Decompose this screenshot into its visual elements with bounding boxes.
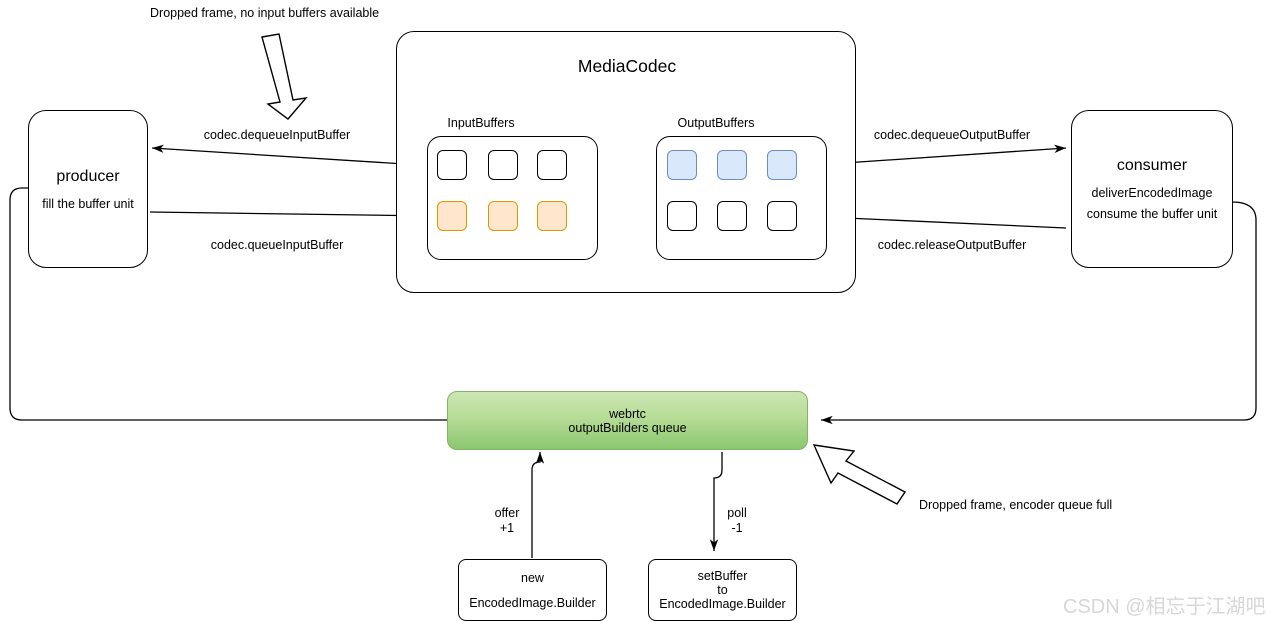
producer-subtitle: fill the buffer unit [42,196,134,211]
input-buffer-cell[interactable] [437,150,467,180]
output-buffer-cell-filled[interactable] [717,150,747,180]
edge-label-dequeue-output: codec.dequeueOutputBuffer [873,128,1031,142]
output-buffer-cell-filled[interactable] [767,150,797,180]
output-buffer-cell[interactable] [767,201,797,231]
dropped-frame-arrow-top [261,33,308,120]
output-buffer-cell[interactable] [667,201,697,231]
new-builder-line-1: new [521,570,544,585]
edge-label-poll-delta: -1 [731,521,743,535]
consumer-title: consumer [1116,157,1188,174]
mediacodec-title: MediaCodec [577,56,677,76]
output-buffer-cell[interactable] [717,201,747,231]
csdn-watermark: CSDN @相忘于江湖吧 [1063,596,1266,618]
producer-node[interactable]: producer fill the buffer unit [28,110,148,268]
edge-label-release-output: codec.releaseOutputBuffer [877,238,1027,252]
setbuffer-encodedimage-builder-node[interactable]: setBuffer to EncodedImage.Builder [648,559,797,621]
input-buffer-cell[interactable] [488,150,518,180]
producer-title: producer [56,167,120,185]
webrtc-queue-node[interactable]: webrtc outputBuilders queue [447,391,808,450]
input-buffer-cell-filled[interactable] [488,201,518,231]
queue-line-2: outputBuilders queue [568,420,687,435]
edge-label-dequeue-input: codec.dequeueInputBuffer [203,128,351,142]
set-buffer-line-3: EncodedImage.Builder [659,597,786,611]
input-buffer-cell-filled[interactable] [537,201,567,231]
note-dropped-frame-bottom: Dropped frame, encoder queue full [919,498,1113,512]
note-dropped-frame-top: Dropped frame, no input buffers availabl… [150,6,380,20]
consumer-line-1: deliverEncodedImage [1091,186,1213,200]
edge-label-poll: poll [727,506,747,520]
set-buffer-line-1: setBuffer [697,569,748,583]
edge-label-offer-delta: +1 [499,521,515,535]
edge-label-queue-input: codec.queueInputBuffer [210,238,344,252]
output-buffer-cell-filled[interactable] [667,150,697,180]
new-builder-line-2: EncodedImage.Builder [469,595,596,610]
dropped-frame-arrow-bottom [812,444,907,505]
input-buffer-cell[interactable] [537,150,567,180]
consumer-line-2: consume the buffer unit [1086,207,1218,221]
new-encodedimage-builder-node[interactable]: new EncodedImage.Builder [458,559,607,621]
inputbuffers-label: InputBuffers [447,116,515,130]
queue-line-1: webrtc [609,406,646,421]
consumer-node[interactable]: consumer deliverEncodedImage consume the… [1071,110,1233,268]
outputbuffers-label: OutputBuffers [677,116,755,130]
set-buffer-line-2: to [717,583,728,597]
input-buffer-cell-filled[interactable] [437,201,467,231]
edge-label-offer: offer [494,506,520,520]
